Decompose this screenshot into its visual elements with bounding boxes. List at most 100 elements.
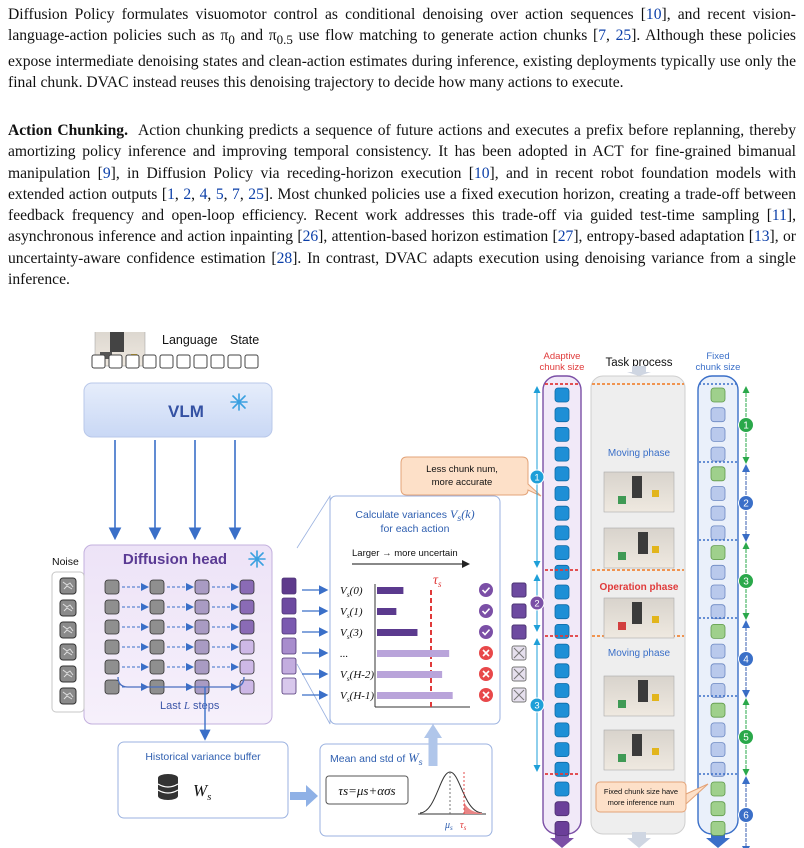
fixed-chunk-cell (710, 446, 726, 462)
input-token (142, 354, 157, 369)
citation[interactable]: 25 (615, 27, 632, 45)
fixed-chunk-cells (710, 387, 726, 836)
task-process-label: Task process (605, 357, 672, 369)
check-icon (479, 625, 493, 639)
adaptive-chunk-cell (554, 387, 570, 403)
variance-row-label: Vs(0) (340, 585, 363, 599)
fixed-chunk-number (738, 417, 754, 433)
adaptive-label: Adaptive (544, 351, 581, 362)
noise-token (59, 665, 77, 683)
citation[interactable]: 13 (753, 228, 770, 246)
denoise-token (194, 619, 210, 635)
variance-bar (377, 608, 397, 615)
noise-pattern (62, 647, 74, 656)
denoise-token (239, 599, 255, 615)
variance-bar (377, 650, 450, 657)
citation[interactable]: 28 (276, 249, 293, 267)
object (618, 496, 626, 504)
denoise-token (104, 639, 120, 655)
input-token (159, 354, 174, 369)
noise-token (59, 687, 77, 705)
citation[interactable]: 7 (598, 27, 607, 45)
fixed-chunk-number-label: 4 (743, 655, 749, 666)
fixed-note-text: Fixed chunk size have (604, 787, 678, 796)
paragraph-diffusion-policy: Diffusion Policy formulates visuomotor c… (8, 6, 796, 91)
kept-action-token (511, 624, 527, 640)
output-action-token (281, 677, 297, 695)
citation[interactable]: 25 (248, 185, 264, 203)
denoise-token (104, 659, 120, 675)
kept-action-token (511, 603, 527, 619)
noise-token (59, 577, 77, 595)
input-token (227, 354, 242, 369)
denoise-token (239, 679, 255, 695)
fixed-chunk-cell (710, 801, 726, 817)
adaptive-chunk-cell (554, 505, 570, 521)
task-down-arrow (627, 832, 651, 848)
threshold-formula: τs=μs+ασs (338, 783, 395, 798)
fixed-chunk-cell (710, 604, 726, 620)
citation[interactable]: 5 (215, 185, 224, 203)
fixed-chunk-cell (710, 781, 726, 797)
check-icon (479, 604, 493, 618)
citation[interactable]: 10 (645, 6, 662, 23)
input-tokens (91, 354, 259, 369)
adaptive-chunk-cell (554, 486, 570, 501)
task-scene-images (603, 471, 675, 771)
citation[interactable]: 11 (771, 207, 787, 225)
noise-pattern (62, 691, 74, 700)
fixed-chunk-number-label: 2 (743, 499, 749, 510)
adaptive-chunk-cell (554, 702, 570, 718)
citation[interactable]: 4 (199, 185, 208, 203)
fixed-chunk-number-label: 1 (743, 421, 749, 432)
robot-arm (632, 476, 642, 498)
adaptive-chunk-cell (554, 683, 570, 698)
input-token (125, 354, 140, 369)
citation[interactable]: 2 (183, 185, 192, 203)
fixed-chunk-number-label: 3 (743, 577, 749, 588)
object (652, 694, 659, 701)
variance-row-label: Vs(1) (340, 606, 363, 620)
output-action-token (281, 577, 297, 595)
citation[interactable]: 27 (557, 228, 574, 246)
output-action-token (281, 637, 297, 655)
denoise-token (194, 579, 210, 595)
tau-label: τs (433, 573, 442, 589)
variance-box-subtitle: for each action (381, 523, 450, 535)
adaptive-chunk-cell (554, 525, 570, 541)
denoise-token (239, 619, 255, 635)
fixed-label: chunk size (696, 362, 741, 373)
citation[interactable]: 10 (473, 164, 490, 182)
adaptive-label: chunk size (540, 362, 585, 373)
adaptive-chunk-cell (554, 761, 570, 777)
check-icon (479, 583, 493, 597)
uncertain-label: Larger → more uncertain (352, 548, 458, 559)
head-to-variance-arrows (302, 585, 329, 700)
fixed-label: Fixed (706, 351, 729, 362)
adaptive-chunk-cells (554, 387, 570, 836)
discarded-mark (513, 689, 525, 701)
adaptive-chunk-cell (554, 801, 570, 817)
input-token (193, 354, 208, 369)
fixed-chunk-number (738, 807, 754, 823)
variance-row-label: Vs(3) (340, 627, 363, 641)
state-label: State (230, 333, 259, 347)
vlm-to-head-arrows (108, 440, 242, 541)
fixed-chunk-cell (710, 722, 726, 738)
citation[interactable]: 7 (232, 185, 240, 203)
noise-pattern (62, 669, 74, 678)
fixed-chunk-cell (710, 742, 726, 758)
fixed-chunk-number (738, 651, 754, 667)
citation[interactable]: 1 (167, 185, 175, 203)
fixed-chunk-cell (710, 486, 726, 501)
fixed-chunk-cell (710, 466, 726, 482)
input-token (210, 354, 225, 369)
citation[interactable]: 26 (302, 228, 319, 246)
adaptive-chunk-cell (554, 427, 570, 442)
phase-label: Moving phase (608, 648, 671, 659)
citation[interactable]: 9 (102, 164, 111, 182)
output-action-token (281, 657, 297, 675)
adaptive-chunk-brackets: 123 (529, 386, 545, 772)
denoising-grid (104, 579, 255, 695)
